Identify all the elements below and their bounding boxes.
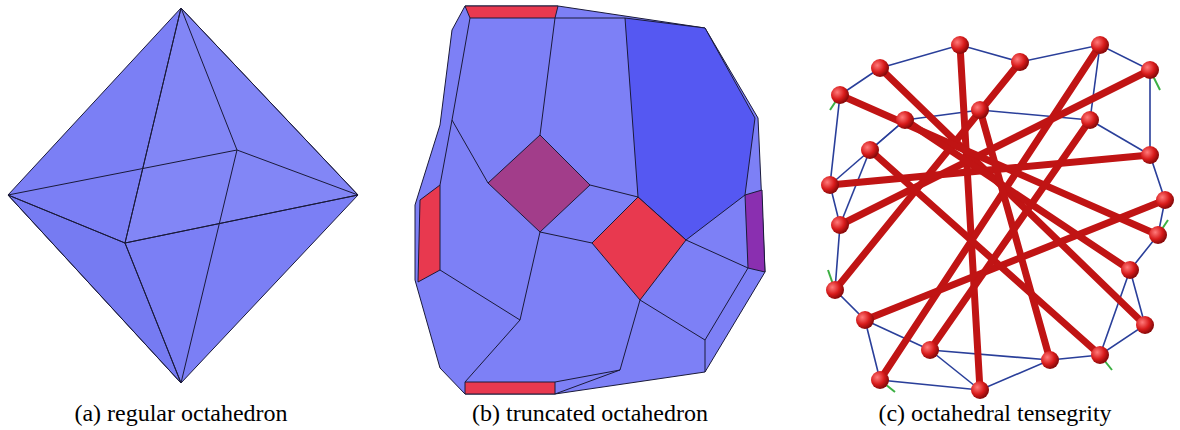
panel-caption: (a) regular octahedron <box>74 400 287 426</box>
truncated-octahedron <box>415 6 765 394</box>
panel-caption: (b) truncated octahedron <box>472 400 708 426</box>
regular-octahedron <box>8 8 358 383</box>
octahedral-tensegrity <box>821 36 1174 399</box>
panel-caption: (c) octahedral tensegrity <box>878 400 1111 426</box>
